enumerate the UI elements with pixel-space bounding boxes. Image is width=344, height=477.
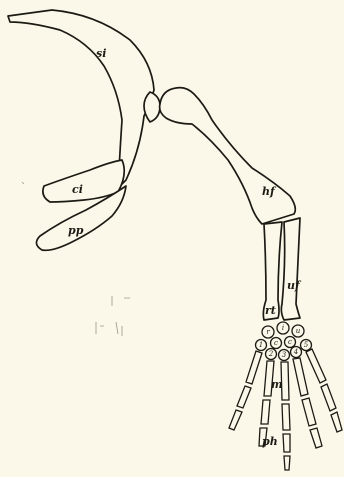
carpal-label-c2: c bbox=[288, 338, 292, 346]
label-rt: rt bbox=[265, 304, 276, 317]
faint-mark bbox=[96, 296, 130, 336]
carpal-label-c1: c bbox=[274, 339, 278, 347]
label-uf: uf bbox=[287, 279, 302, 292]
label-ci: ci bbox=[72, 183, 83, 196]
carpal-label-4: 4 bbox=[293, 348, 298, 356]
label-si: si bbox=[96, 47, 106, 60]
faint-dot bbox=[22, 182, 24, 184]
label-pp: pp bbox=[68, 224, 84, 237]
digit-1 bbox=[229, 351, 262, 430]
carpal-label-1: 1 bbox=[259, 341, 263, 349]
carpal-label-2: 2 bbox=[268, 350, 274, 358]
label-m: m bbox=[271, 378, 283, 391]
carpal-label-u: u bbox=[296, 327, 301, 335]
carpal-label-i: i bbox=[282, 324, 284, 332]
humerus-bone bbox=[160, 88, 296, 224]
suprascapula-bone bbox=[8, 10, 154, 188]
carpal-label-5: 5 bbox=[304, 341, 309, 349]
glenoid-socket bbox=[144, 92, 160, 122]
ulna-bone bbox=[281, 218, 300, 320]
label-ph: ph bbox=[262, 435, 278, 448]
digit-2 bbox=[259, 361, 274, 446]
carpal-label-3: 3 bbox=[282, 351, 287, 359]
